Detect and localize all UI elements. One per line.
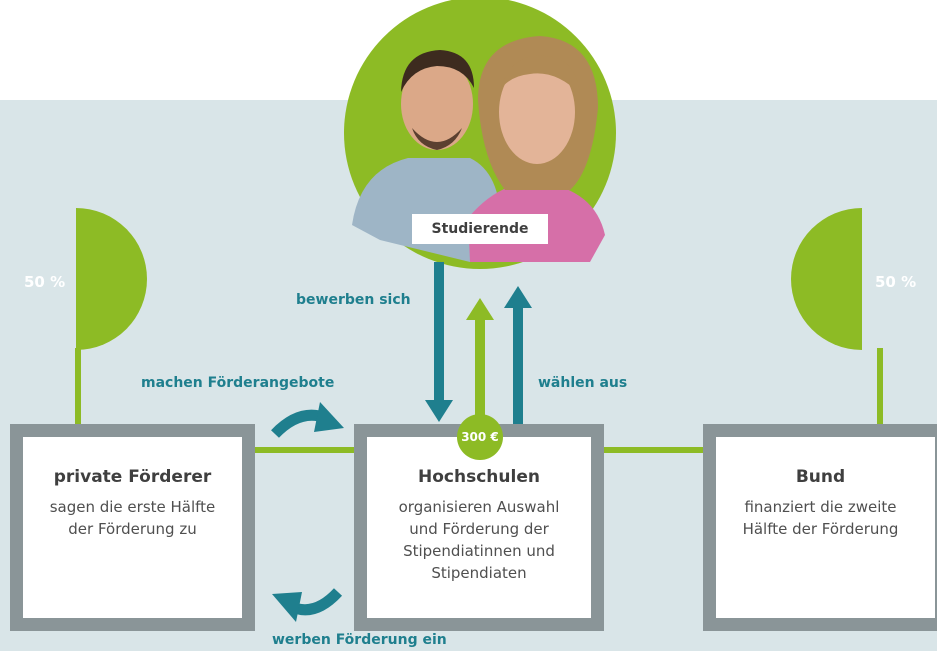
federal-box: Bund finanziert die zweite Hälfte der Fö… [703, 424, 937, 631]
federal-title: Bund [795, 467, 846, 487]
offers-label: machen Förderangebote [141, 375, 335, 391]
select-label: wählen aus [538, 375, 628, 391]
apply-label: bewerben sich [296, 292, 411, 308]
right-share-half-disc [791, 208, 862, 350]
acquire-curved-arrow [272, 588, 343, 622]
students-label: Studierende [412, 214, 548, 244]
acquire-label: werben Förderung ein [272, 632, 447, 648]
private-sponsors-line: sagen die erste Hälfte [49, 498, 216, 516]
federal-description: finanziert die zweite Hälfte der Förderu… [716, 496, 925, 540]
universities-line: und Förderung der [409, 520, 549, 538]
stipend-coin [457, 414, 503, 460]
private-sponsors-title: private Förderer [53, 467, 212, 487]
federal-line: Hälfte der Förderung [742, 520, 899, 538]
stipend-up-arrow [466, 298, 494, 430]
private-sponsors-box: private Förderer sagen die erste Hälfte … [10, 424, 255, 631]
private-sponsors-line: der Förderung zu [68, 520, 197, 538]
federal-line: finanziert die zweite [744, 498, 897, 516]
universities-line: Stipendiaten [431, 564, 527, 582]
universities-line: organisieren Auswahl [398, 498, 560, 516]
stipend-amount: 300 € [461, 430, 499, 444]
left-share-label: 50 % [24, 273, 66, 291]
right-share-label: 50 % [875, 273, 917, 291]
apply-arrow [425, 262, 453, 422]
left-share-half-disc [76, 208, 147, 350]
offers-curved-arrow [271, 402, 344, 438]
universities-line: Stipendiatinnen und [403, 542, 555, 560]
select-arrow [504, 286, 532, 452]
private-sponsors-description: sagen die erste Hälfte der Förderung zu [23, 496, 242, 540]
universities-description: organisieren Auswahl und Förderung der S… [367, 496, 591, 584]
universities-title: Hochschulen [418, 467, 540, 487]
